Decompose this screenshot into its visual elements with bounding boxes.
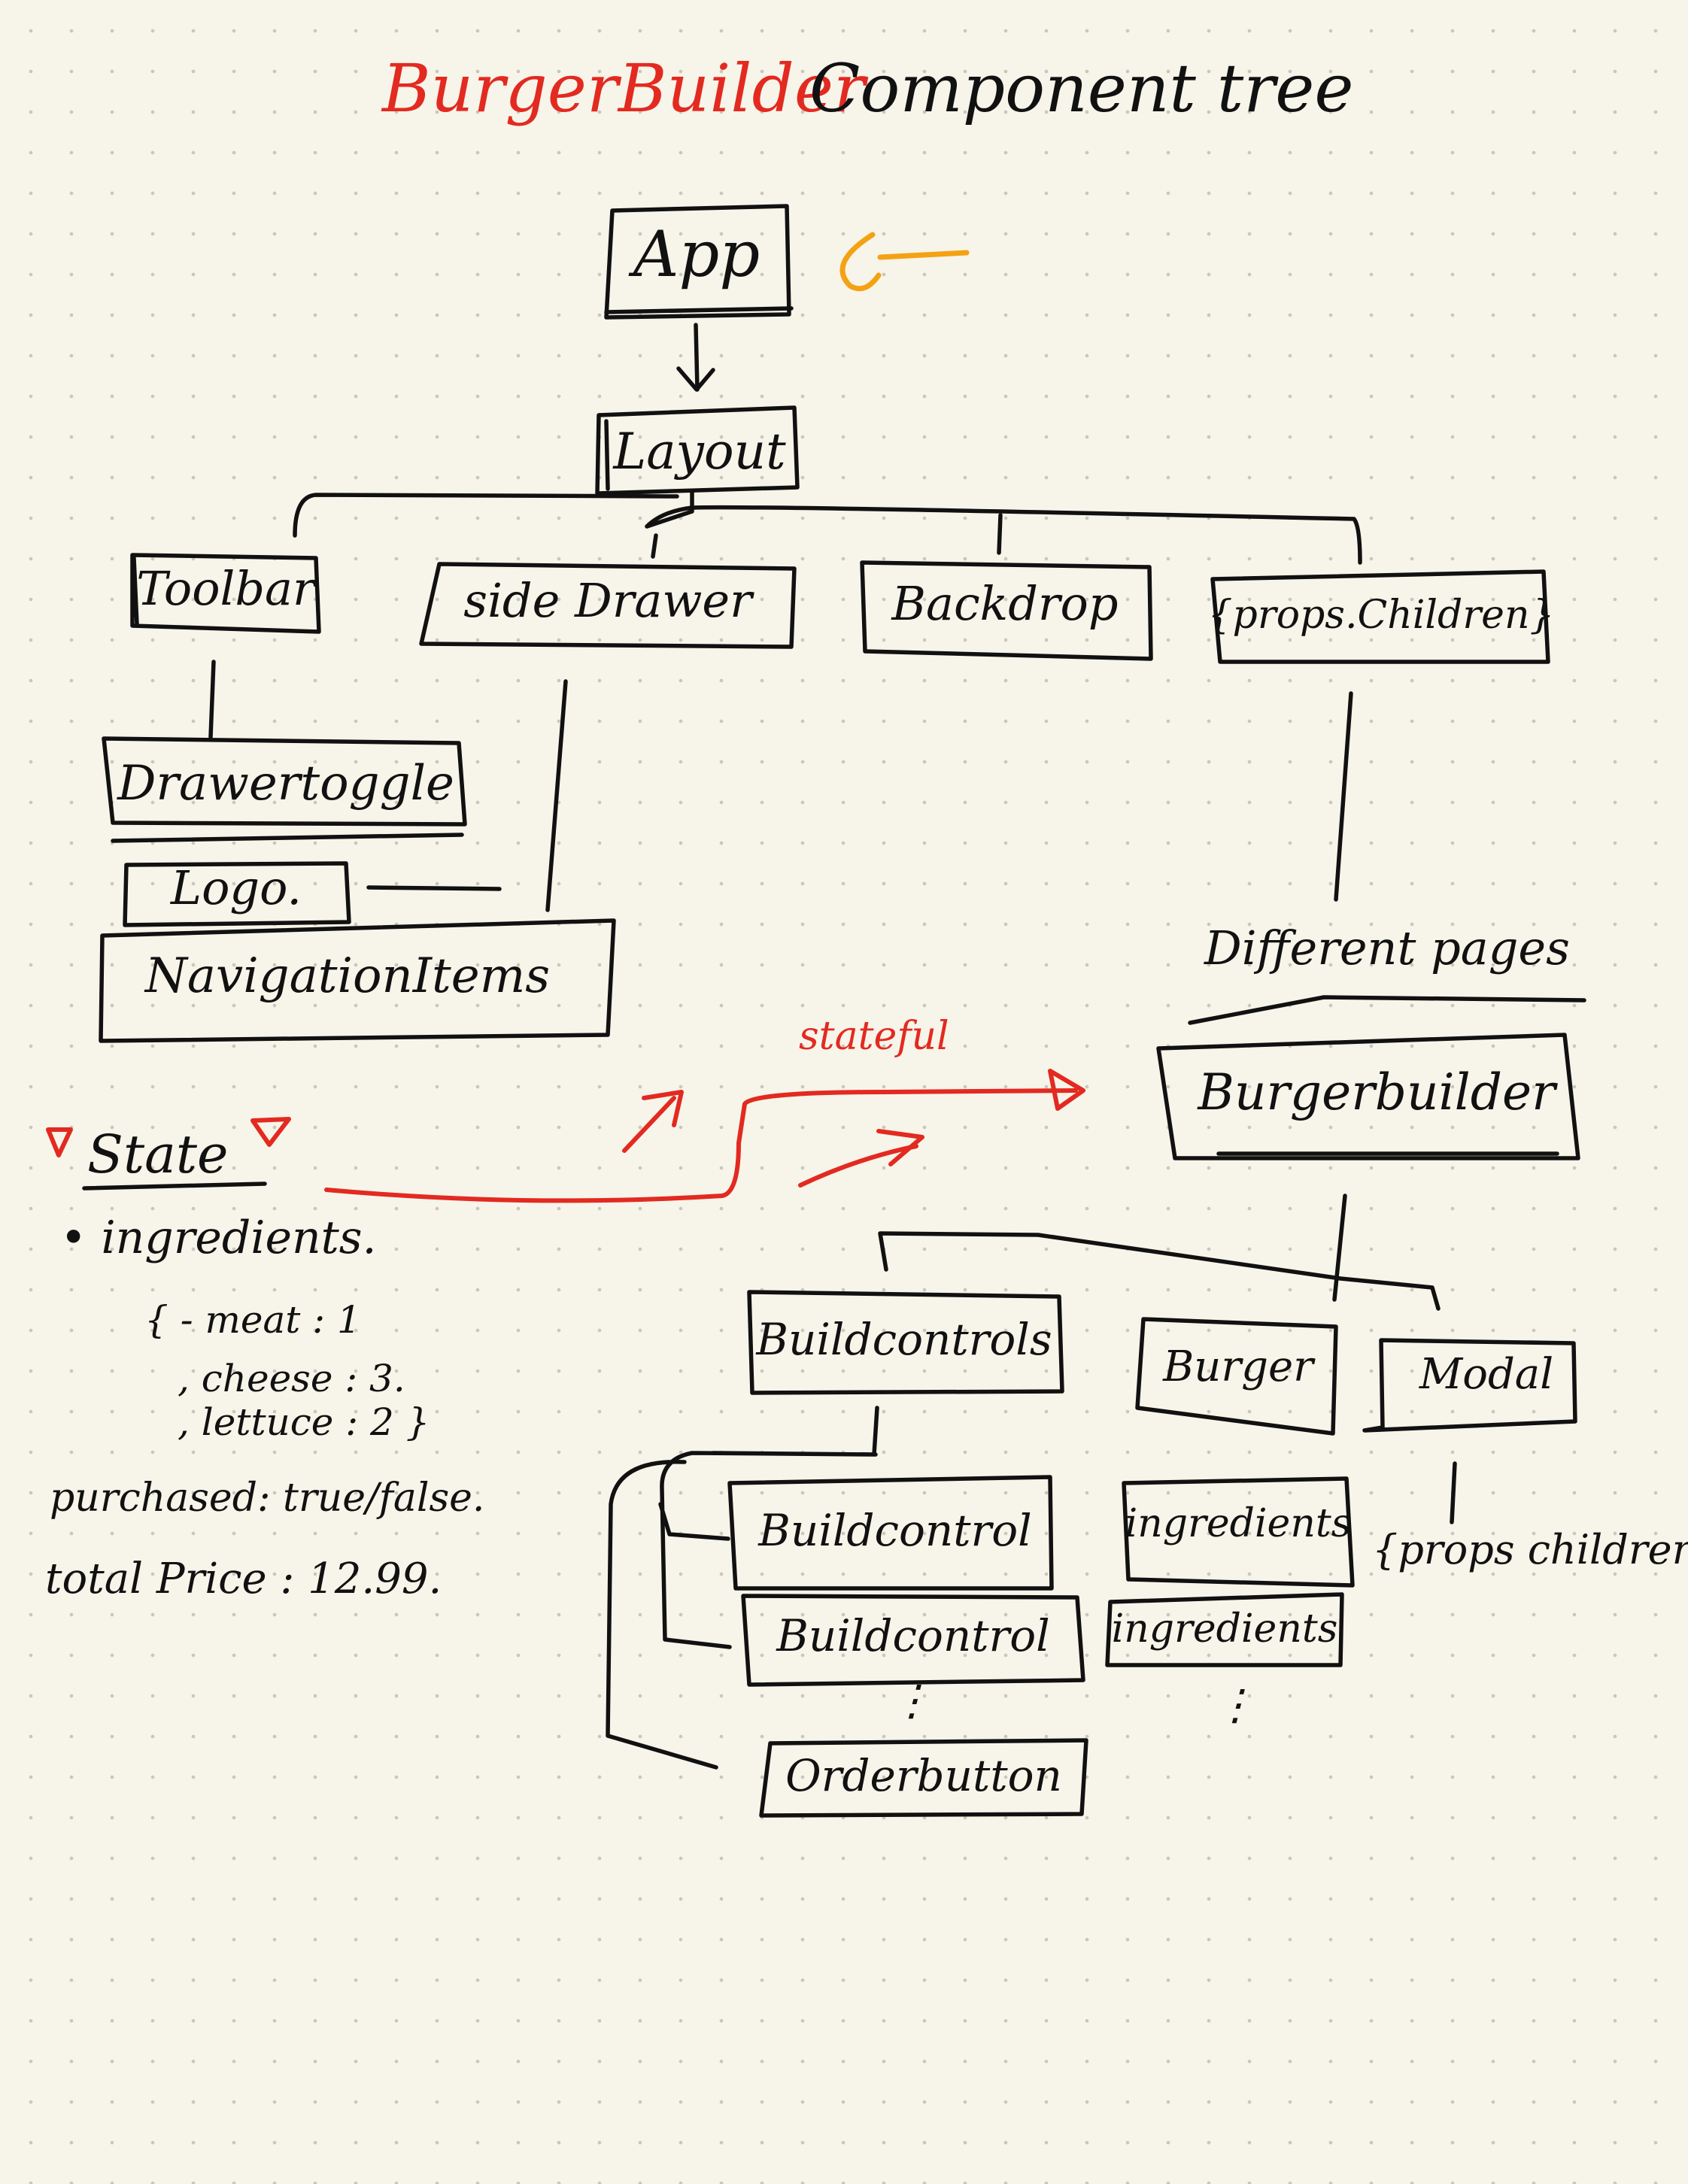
node-buildcontrol-2: Buildcontrol — [776, 1610, 1050, 1661]
state-heading: State — [87, 1124, 229, 1185]
stateful-arrows — [46, 1069, 1085, 1203]
props-children-down-line — [1334, 691, 1353, 902]
ingredients-box-1 — [1122, 1476, 1355, 1588]
logo-connector-line — [366, 885, 502, 891]
toolbar-to-children-line — [208, 660, 216, 739]
buildcontrol-box-1 — [727, 1475, 1054, 1591]
side-drawer-box — [419, 562, 797, 649]
node-buildcontrols: Buildcontrols — [756, 1314, 1052, 1365]
burger-box — [1135, 1317, 1338, 1436]
node-navigation-items: NavigationItems — [144, 948, 551, 1004]
state-triangle-right-icon — [250, 1117, 291, 1147]
layout-box — [595, 405, 800, 496]
node-logo: Logo. — [170, 860, 302, 915]
node-toolbar: Toolbar — [136, 561, 315, 616]
node-drawertoggle: Drawertoggle — [117, 756, 454, 811]
state-triangle-left-icon — [46, 1127, 73, 1157]
title-burgerbuilder: BurgerBuilder — [382, 50, 865, 127]
node-buildcontrol-1: Buildcontrol — [758, 1505, 1032, 1556]
node-ingredients-1: ingredients — [1125, 1501, 1352, 1546]
node-modal: Modal — [1419, 1350, 1554, 1399]
ellipsis-buildcontrols: ⋮ — [891, 1676, 933, 1725]
state-ingredients-label: • ingredients. — [60, 1212, 377, 1264]
backdrop-box — [860, 560, 1153, 661]
props-children-box — [1210, 569, 1550, 664]
buildcontrol-box-2 — [741, 1594, 1085, 1687]
state-ingredient-cheese: , cheese : 3. — [178, 1357, 405, 1400]
node-backdrop: Backdrop — [891, 576, 1119, 631]
modal-down-line — [1450, 1461, 1457, 1524]
node-props-children: {props.Children} — [1207, 593, 1555, 638]
side-drawer-down-line — [545, 679, 568, 912]
modal-box — [1362, 1338, 1577, 1433]
burgerbuilder-box — [1156, 1033, 1580, 1160]
stateful-label: stateful — [799, 1014, 949, 1059]
toolbar-box — [130, 553, 321, 634]
node-side-drawer: side Drawer — [463, 573, 752, 628]
burgerbuilder-branch-lines — [878, 1194, 1441, 1311]
orange-arrow-icon — [839, 232, 970, 292]
node-burger: Burger — [1163, 1342, 1313, 1391]
state-ingredient-meat: { - meat : 1 — [144, 1298, 361, 1342]
node-modal-children: {props children} — [1372, 1526, 1688, 1573]
app-to-layout-arrow — [676, 323, 715, 392]
state-underline — [82, 1181, 267, 1191]
navigation-items-box — [99, 918, 616, 1043]
node-app: App — [633, 217, 761, 291]
different-pages-underline — [1188, 995, 1586, 1025]
state-purchased: purchased: true/false. — [50, 1476, 485, 1521]
node-orderbutton: Orderbutton — [785, 1750, 1062, 1801]
ingredients-box-2 — [1105, 1592, 1344, 1667]
buildcontrols-branch-lines — [606, 1406, 879, 1770]
drawertoggle-box — [102, 736, 467, 843]
ellipsis-ingredients: ⋮ — [1214, 1681, 1256, 1730]
node-ingredients-2: ingredients — [1111, 1606, 1338, 1652]
orderbutton-box — [759, 1738, 1088, 1818]
app-box — [604, 204, 794, 320]
state-total-price: total Price : 12.99. — [45, 1555, 442, 1603]
node-different-pages: Different pages — [1204, 921, 1570, 975]
node-burgerbuilder: Burgerbuilder — [1198, 1063, 1556, 1121]
node-layout: Layout — [613, 423, 786, 481]
buildcontrols-box — [747, 1290, 1064, 1395]
state-ingredient-lettuce: , lettuce : 2 } — [178, 1400, 430, 1444]
layout-branch-lines — [293, 490, 1362, 565]
title-component-tree: Component tree — [809, 50, 1354, 127]
logo-box — [123, 861, 351, 927]
